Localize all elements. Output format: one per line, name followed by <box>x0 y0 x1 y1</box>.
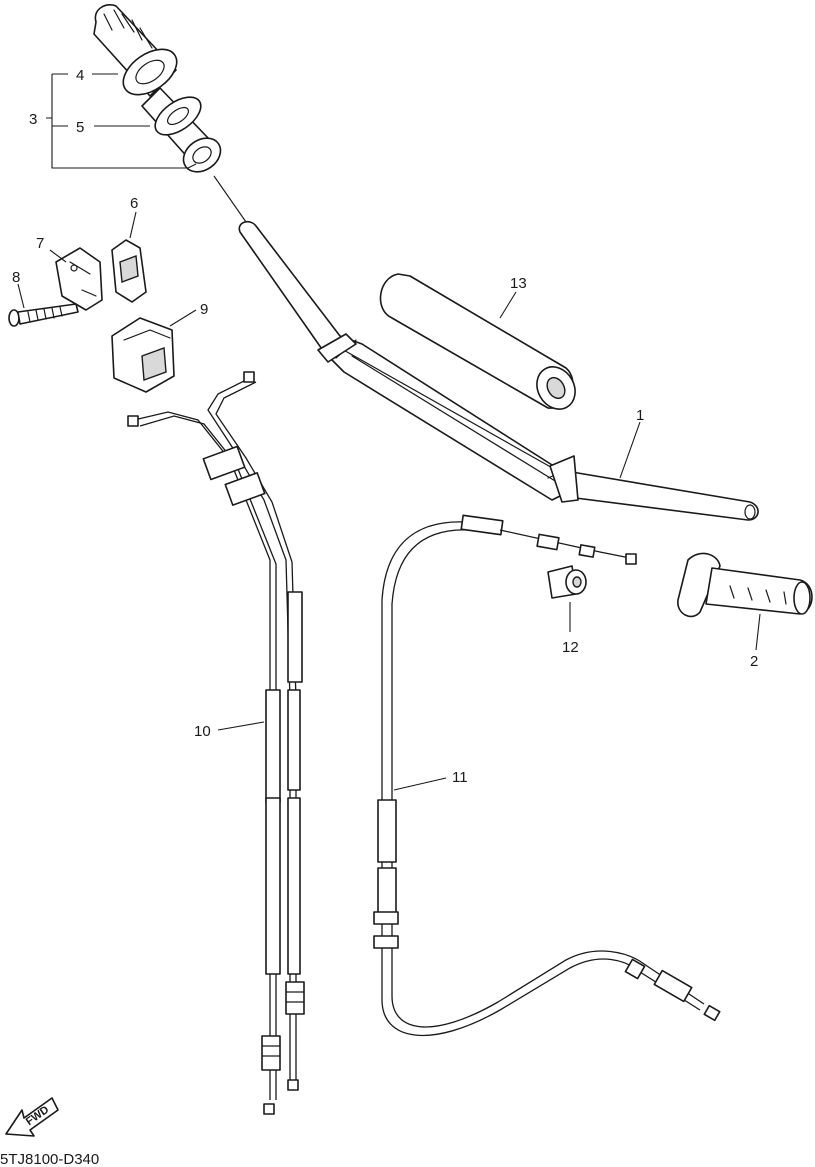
handlebar[interactable] <box>238 220 759 521</box>
handlebar-pad[interactable] <box>379 273 583 416</box>
callout-5: 5 <box>76 119 84 136</box>
handlebar-holder-lower[interactable] <box>55 247 103 311</box>
callout-1: 1 <box>636 407 644 424</box>
grip[interactable] <box>677 552 813 618</box>
handlebar-holder-block[interactable] <box>111 317 175 393</box>
callout-13: 13 <box>510 275 527 292</box>
throttle-cable-set[interactable] <box>127 371 305 1115</box>
callout-4: 4 <box>76 67 84 84</box>
bolt[interactable] <box>8 303 79 327</box>
callout-3: 3 <box>29 111 37 128</box>
throttle-grip-assembly[interactable] <box>93 4 227 179</box>
clutch-cable[interactable] <box>373 514 721 1037</box>
handlebar-holder-upper[interactable] <box>111 239 147 303</box>
callout-11: 11 <box>452 769 468 786</box>
callout-3-bracket <box>46 73 188 169</box>
callout-2: 2 <box>750 653 758 670</box>
callout-10: 10 <box>194 723 211 740</box>
callout-7: 7 <box>36 235 44 252</box>
callout-9: 9 <box>200 301 208 318</box>
callout-6: 6 <box>130 195 138 212</box>
callout-8: 8 <box>12 269 20 286</box>
callout-12: 12 <box>562 639 579 656</box>
fwd-direction-arrow: FWD <box>5 1097 59 1137</box>
drawing-code: 5TJ8100-D340 <box>0 1151 99 1167</box>
cable-adjuster[interactable] <box>547 565 587 599</box>
